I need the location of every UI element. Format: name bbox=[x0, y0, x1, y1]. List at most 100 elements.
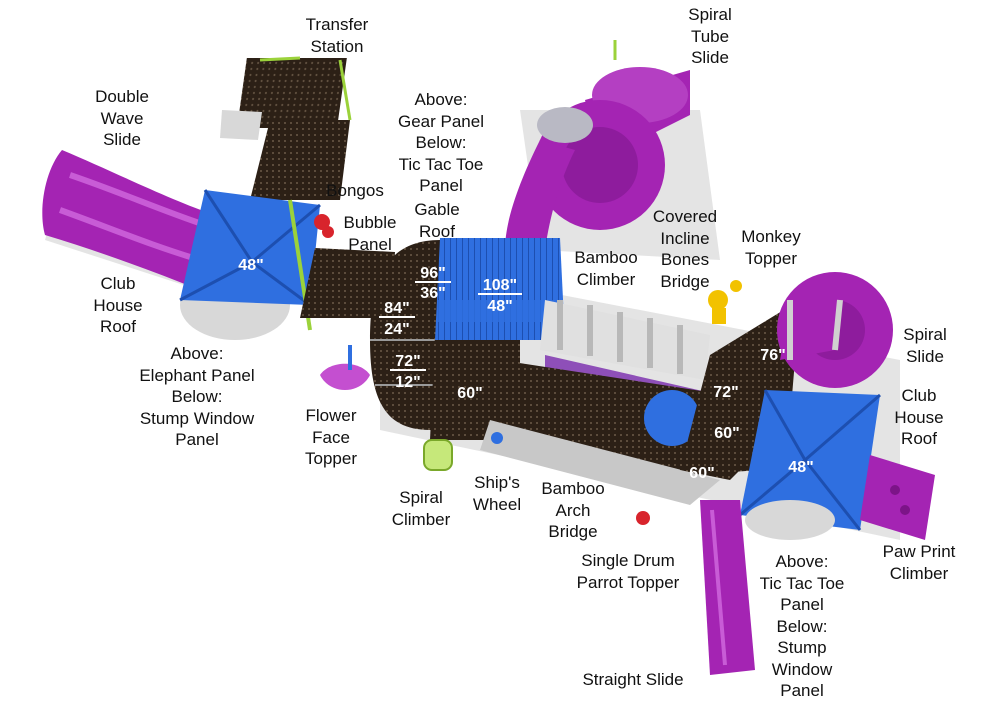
label-line: Slide bbox=[906, 346, 944, 366]
label-line: Tic Tac Toe bbox=[759, 573, 845, 593]
transfer-station bbox=[220, 56, 352, 200]
label-line: Club bbox=[901, 386, 937, 405]
label-line: Spiral bbox=[903, 325, 947, 344]
label-line: Station bbox=[310, 36, 364, 56]
dim-deck-60-center: 60" bbox=[457, 385, 482, 402]
dim-left-roof: 48" bbox=[238, 257, 263, 274]
label-line: Panel bbox=[175, 430, 219, 449]
dim-deck-96: 96" bbox=[420, 265, 445, 282]
label-line: Below: bbox=[776, 616, 828, 636]
label-line: Window bbox=[771, 659, 833, 679]
label-line: Single Drum bbox=[581, 551, 675, 570]
label-line: Covered bbox=[652, 207, 718, 226]
label-line: Panel bbox=[348, 234, 392, 254]
label-line: Bones bbox=[660, 250, 710, 269]
label-line: Bongos bbox=[326, 181, 384, 200]
label-line: Roof bbox=[419, 221, 455, 241]
label-line: Gable bbox=[414, 200, 460, 219]
dimension-labels: 48" 48" 108" 48" 96" 36" 84" 24" 72" 12"… bbox=[238, 257, 813, 482]
label-line: Club bbox=[100, 274, 136, 293]
label-line: Straight Slide bbox=[582, 670, 684, 689]
spiral-tube-slide bbox=[505, 40, 690, 250]
label-line: Bridge bbox=[548, 522, 598, 541]
label-line: Panel bbox=[780, 595, 824, 614]
label-line: Wave bbox=[100, 108, 144, 128]
gable-roof-shape bbox=[435, 238, 565, 340]
label-line: Slide bbox=[103, 130, 141, 149]
label-line: Above: bbox=[414, 90, 468, 109]
label-line: Roof bbox=[100, 317, 136, 336]
label-line: Transfer bbox=[305, 15, 369, 34]
dim-deck-84: 84" bbox=[384, 300, 409, 317]
label-line: Flower bbox=[305, 406, 357, 425]
dim-deck-36: 36" bbox=[420, 285, 445, 302]
label-line: Parrot Topper bbox=[576, 572, 680, 592]
dim-gable-bottom: 48" bbox=[487, 298, 512, 315]
label-line: Tube bbox=[690, 26, 730, 46]
label-line: Bridge bbox=[660, 271, 710, 291]
label-line: Double bbox=[95, 87, 149, 106]
label-bongos: Bongos bbox=[326, 180, 384, 202]
left-club-house bbox=[179, 189, 321, 340]
label-line: Bamboo bbox=[541, 479, 605, 498]
dim-deck-60-right-lower: 60" bbox=[689, 465, 714, 482]
label-line: Tic Tac Toe bbox=[398, 154, 484, 174]
label-line: Gear Panel bbox=[398, 111, 484, 131]
label-line: Slide bbox=[691, 48, 729, 67]
left-bridge bbox=[300, 214, 395, 318]
accessories bbox=[320, 280, 742, 525]
label-line: Stump Window bbox=[139, 408, 255, 428]
dim-gable-top: 108" bbox=[483, 277, 517, 294]
label-line: Wheel bbox=[472, 494, 522, 514]
label-line: Paw Print bbox=[882, 542, 956, 561]
dim-deck-76: 76" bbox=[760, 347, 785, 364]
label-line: Spiral bbox=[399, 488, 443, 507]
label-line: Face bbox=[312, 427, 350, 447]
label-line: Panel bbox=[780, 681, 824, 700]
straight-slide bbox=[700, 500, 755, 675]
dim-deck-72-right: 72" bbox=[713, 384, 738, 401]
label-line: Panel bbox=[419, 176, 463, 195]
label-line: Elephant Panel bbox=[139, 365, 255, 385]
label-line: Roof bbox=[901, 429, 937, 448]
spiral-slide bbox=[777, 272, 893, 388]
dim-deck-60-right-upper: 60" bbox=[714, 425, 739, 442]
label-line: Bamboo bbox=[574, 248, 638, 267]
label-line: Bubble bbox=[343, 213, 397, 232]
label-line: Above: bbox=[775, 552, 829, 571]
label-line: Arch bbox=[555, 500, 591, 520]
label-line: Climber bbox=[889, 563, 949, 583]
label-line: Topper bbox=[745, 248, 797, 268]
label-line: Ship's bbox=[474, 473, 520, 492]
label-line: Monkey bbox=[741, 227, 801, 246]
dim-deck-12: 12" bbox=[395, 374, 420, 391]
paw-print-climber bbox=[860, 455, 935, 540]
double-wave-slide bbox=[42, 150, 215, 290]
label-line: House bbox=[894, 407, 944, 427]
dim-deck-72-left: 72" bbox=[395, 353, 420, 370]
right-club-house bbox=[739, 389, 881, 540]
label-line: Below: bbox=[415, 133, 467, 152]
label-line: Above: bbox=[170, 344, 224, 363]
